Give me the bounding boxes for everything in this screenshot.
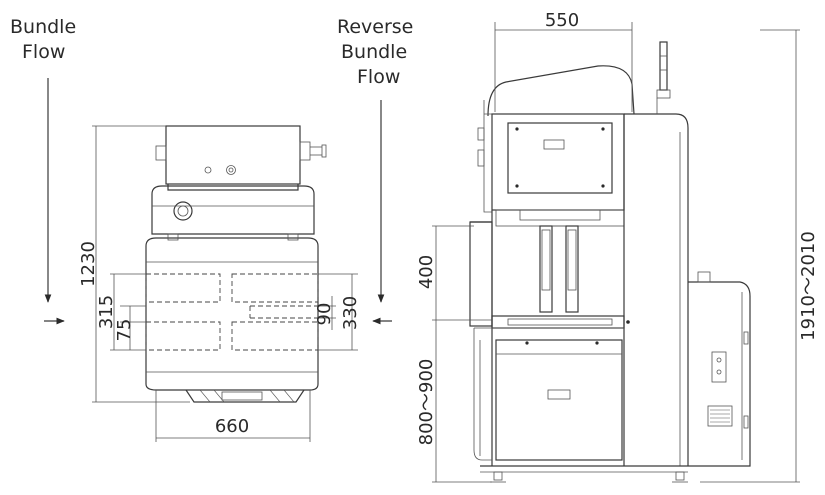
dim-1230: 1230 [78, 241, 99, 287]
dim-315: 315 [96, 295, 117, 329]
bundle-flow-line1: Bundle [10, 16, 76, 38]
reverse-flow-line2: Bundle [341, 41, 407, 63]
dim-330: 330 [340, 296, 361, 330]
dim-75: 75 [114, 319, 135, 342]
dim-800-900: 800～900 [416, 359, 437, 446]
reverse-bundle-flow-label: Reverse Bundle Flow [337, 16, 413, 88]
dim-550: 550 [545, 10, 579, 31]
reverse-flow-line3: Flow [357, 66, 400, 88]
dim-400: 400 [416, 255, 437, 289]
front-view-machine [469, 41, 751, 483]
bundle-flow-line2: Flow [22, 41, 65, 63]
reverse-flow-line1: Reverse [337, 16, 413, 38]
dim-90: 90 [314, 303, 335, 326]
dim-660: 660 [215, 416, 249, 437]
top-view-machine [145, 125, 327, 403]
front-view-dimension-lines [432, 22, 800, 483]
bundle-flow-label: Bundle Flow [10, 16, 76, 63]
dim-1910-2010: 1910～2010 [798, 231, 819, 341]
top-view-dimension-lines [92, 125, 358, 442]
